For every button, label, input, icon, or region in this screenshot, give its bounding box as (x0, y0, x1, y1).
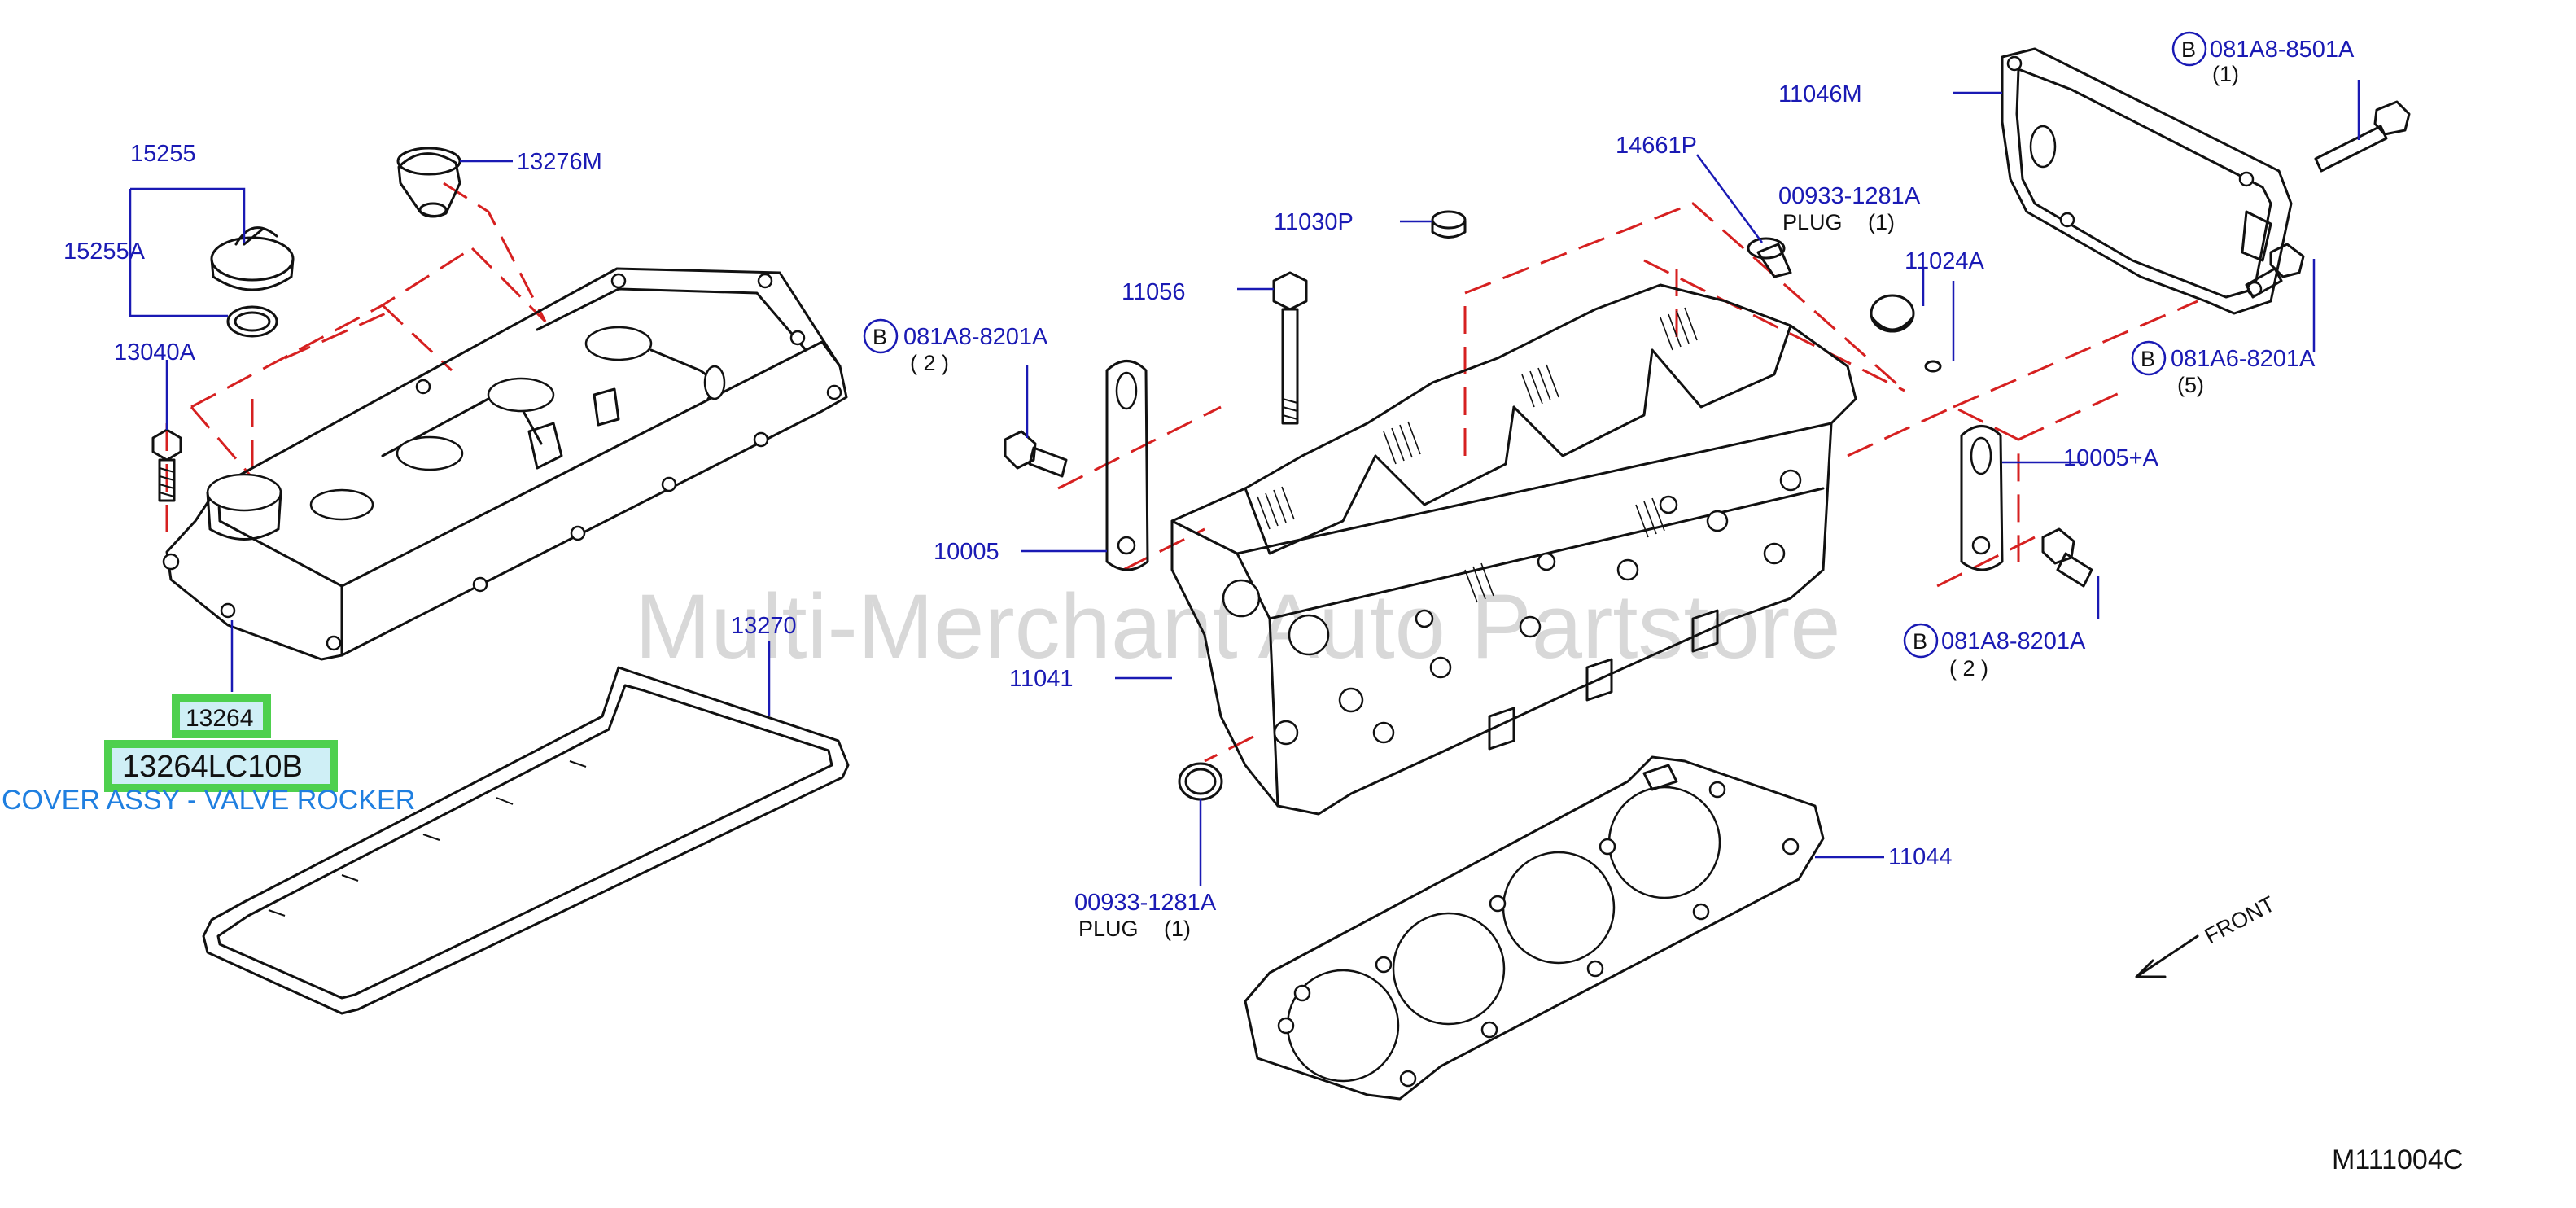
breather-grommet[interactable] (396, 147, 461, 218)
label-00933-top[interactable]: 00933-1281A (1778, 183, 1921, 209)
bolt-081a6-8201a[interactable] (2245, 243, 2305, 299)
plug-bottom[interactable] (1178, 762, 1223, 801)
filler-cap-seal[interactable] (226, 305, 278, 338)
label-11041[interactable]: 11041 (1009, 666, 1074, 692)
selected-part-number-text: 13264LC10B (122, 750, 303, 784)
bolt-081a8-8501a[interactable] (2314, 100, 2411, 173)
bolt-081a8-left[interactable] (1004, 430, 1068, 478)
selected-part-callout[interactable]: 13264 (172, 694, 271, 738)
label-11056[interactable]: 11056 (1122, 279, 1186, 305)
label-11024a[interactable]: 11024A (1905, 248, 1984, 274)
rocker-cover-gasket[interactable] (202, 666, 850, 1015)
b-marker-text: B (873, 325, 887, 349)
label-13270[interactable]: 13270 (731, 613, 797, 639)
cap-11030p[interactable] (1431, 210, 1467, 239)
b-marker-icon (1903, 623, 1939, 659)
qty-081a6-8201a: (5) (2177, 373, 2204, 397)
head-bolt[interactable] (1272, 271, 1308, 425)
label-081a8-8201a-right[interactable]: 081A8-8201A (1941, 628, 2086, 654)
qty-081a8-8201a-right: ( 2 ) (1949, 656, 1988, 681)
qty-081a8-8201a-left: ( 2 ) (910, 351, 949, 375)
label-13040a[interactable]: 13040A (114, 339, 196, 365)
selected-part-number[interactable]: 13264LC10B (104, 740, 338, 792)
label-11030p[interactable]: 11030P (1274, 209, 1354, 235)
plug-11024a-top[interactable] (1870, 294, 1915, 333)
dowel-pin[interactable] (1924, 360, 1942, 373)
valve-rocker-cover[interactable] (162, 267, 848, 661)
front-arrow-icon (2135, 934, 2199, 978)
assembly-lines (165, 182, 2198, 763)
lifting-bracket-left[interactable] (1105, 360, 1149, 571)
b-marker-icon (2171, 31, 2207, 67)
plug-qty-bottom: (1) (1164, 917, 1191, 941)
selected-callout-number: 13264 (186, 705, 253, 732)
b-marker-icon (863, 318, 899, 354)
label-081a6-8201a[interactable]: 081A6-8201A (2171, 346, 2316, 372)
b-marker-text: B (2141, 347, 2155, 371)
label-081a8-8501a[interactable]: 081A8-8501A (2210, 37, 2355, 63)
plug-text-top: PLUG (1782, 210, 1843, 234)
rear-cover-plate[interactable] (2001, 47, 2293, 315)
cylinder-head-gasket[interactable] (1244, 755, 1825, 1101)
figure-code: M111004C (2332, 1145, 2463, 1175)
label-081a8-8201a-left[interactable]: 081A8-8201A (903, 324, 1048, 350)
b-marker-icon (2131, 340, 2167, 376)
leader-lines (129, 80, 2360, 886)
oil-filler-cap[interactable] (210, 226, 295, 291)
front-label: FRONT (2201, 891, 2279, 948)
cam-fins (1257, 307, 1698, 603)
label-00933-bottom[interactable]: 00933-1281A (1074, 890, 1217, 916)
bolt-081a8-right[interactable] (2041, 527, 2093, 588)
lifting-bracket-right[interactable] (1960, 425, 2004, 571)
label-11046m[interactable]: 11046M (1778, 81, 1862, 107)
qty-081a8-8501a: (1) (2212, 62, 2239, 86)
selected-part-description: COVER ASSY - VALVE ROCKER (2, 785, 415, 816)
label-15255[interactable]: 15255 (130, 141, 196, 167)
label-10005[interactable]: 10005 (934, 539, 999, 565)
label-14661p[interactable]: 14661P (1616, 133, 1697, 159)
label-10005a[interactable]: 10005+A (2063, 445, 2159, 471)
plug-text-bottom: PLUG (1078, 917, 1139, 941)
label-11044[interactable]: 11044 (1888, 844, 1953, 870)
b-marker-text: B (2181, 37, 2196, 62)
b-marker-text: B (1913, 629, 1927, 654)
cylinder-head[interactable] (1170, 283, 1857, 816)
label-13276m[interactable]: 13276M (517, 149, 602, 175)
label-15255a[interactable]: 15255A (63, 239, 146, 265)
plug-qty-top: (1) (1868, 210, 1895, 234)
sensor-plug-14661p[interactable] (1747, 237, 1792, 278)
cover-bolt[interactable] (151, 428, 182, 502)
